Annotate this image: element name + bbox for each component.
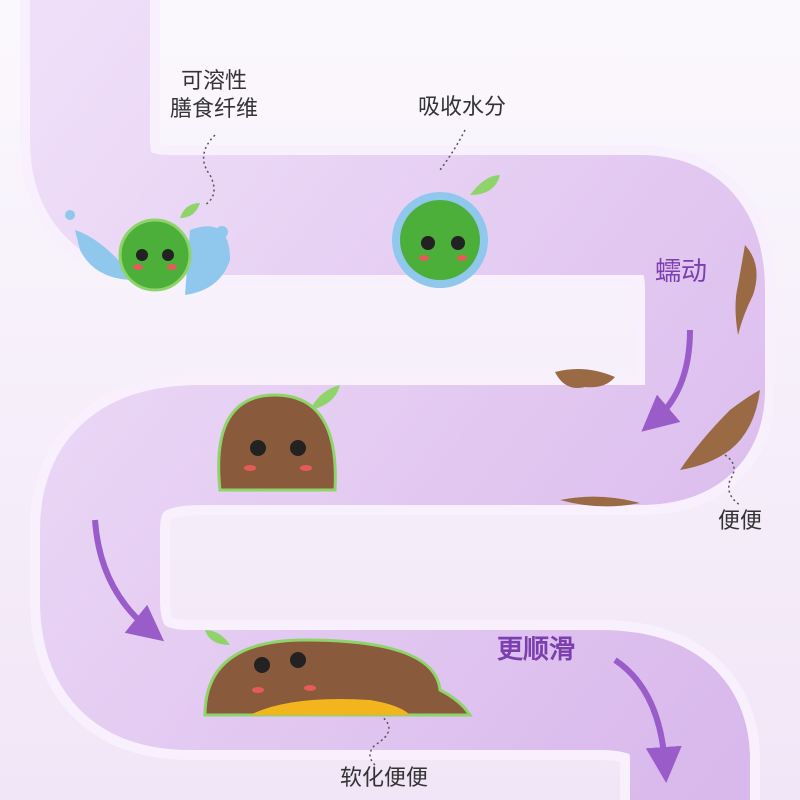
arrow-bottom-right xyxy=(613,657,682,783)
label-line: 膳食纤维 xyxy=(170,97,259,122)
label-stool: 便便 xyxy=(718,509,763,534)
label-smoother: 更顺滑 xyxy=(497,635,576,665)
label-absorb-water: 吸收水分 xyxy=(418,95,507,120)
stool-patches xyxy=(555,245,760,507)
water-splash-icon xyxy=(65,210,230,295)
flow-arrows xyxy=(92,329,693,783)
fiber-character-1 xyxy=(118,203,200,292)
label-line: 可溶性 xyxy=(181,69,248,94)
soft-stool-character xyxy=(203,630,473,717)
arrow-right-down xyxy=(641,329,693,432)
label-soften-stool: 软化便便 xyxy=(340,766,429,791)
label-soluble-fiber: 可溶性 膳食纤维 xyxy=(170,68,258,124)
arrow-left-down xyxy=(92,519,165,642)
stool-character-1 xyxy=(217,385,340,492)
label-peristalsis: 蠕动 xyxy=(655,257,708,287)
water-halo-icon xyxy=(392,175,500,288)
